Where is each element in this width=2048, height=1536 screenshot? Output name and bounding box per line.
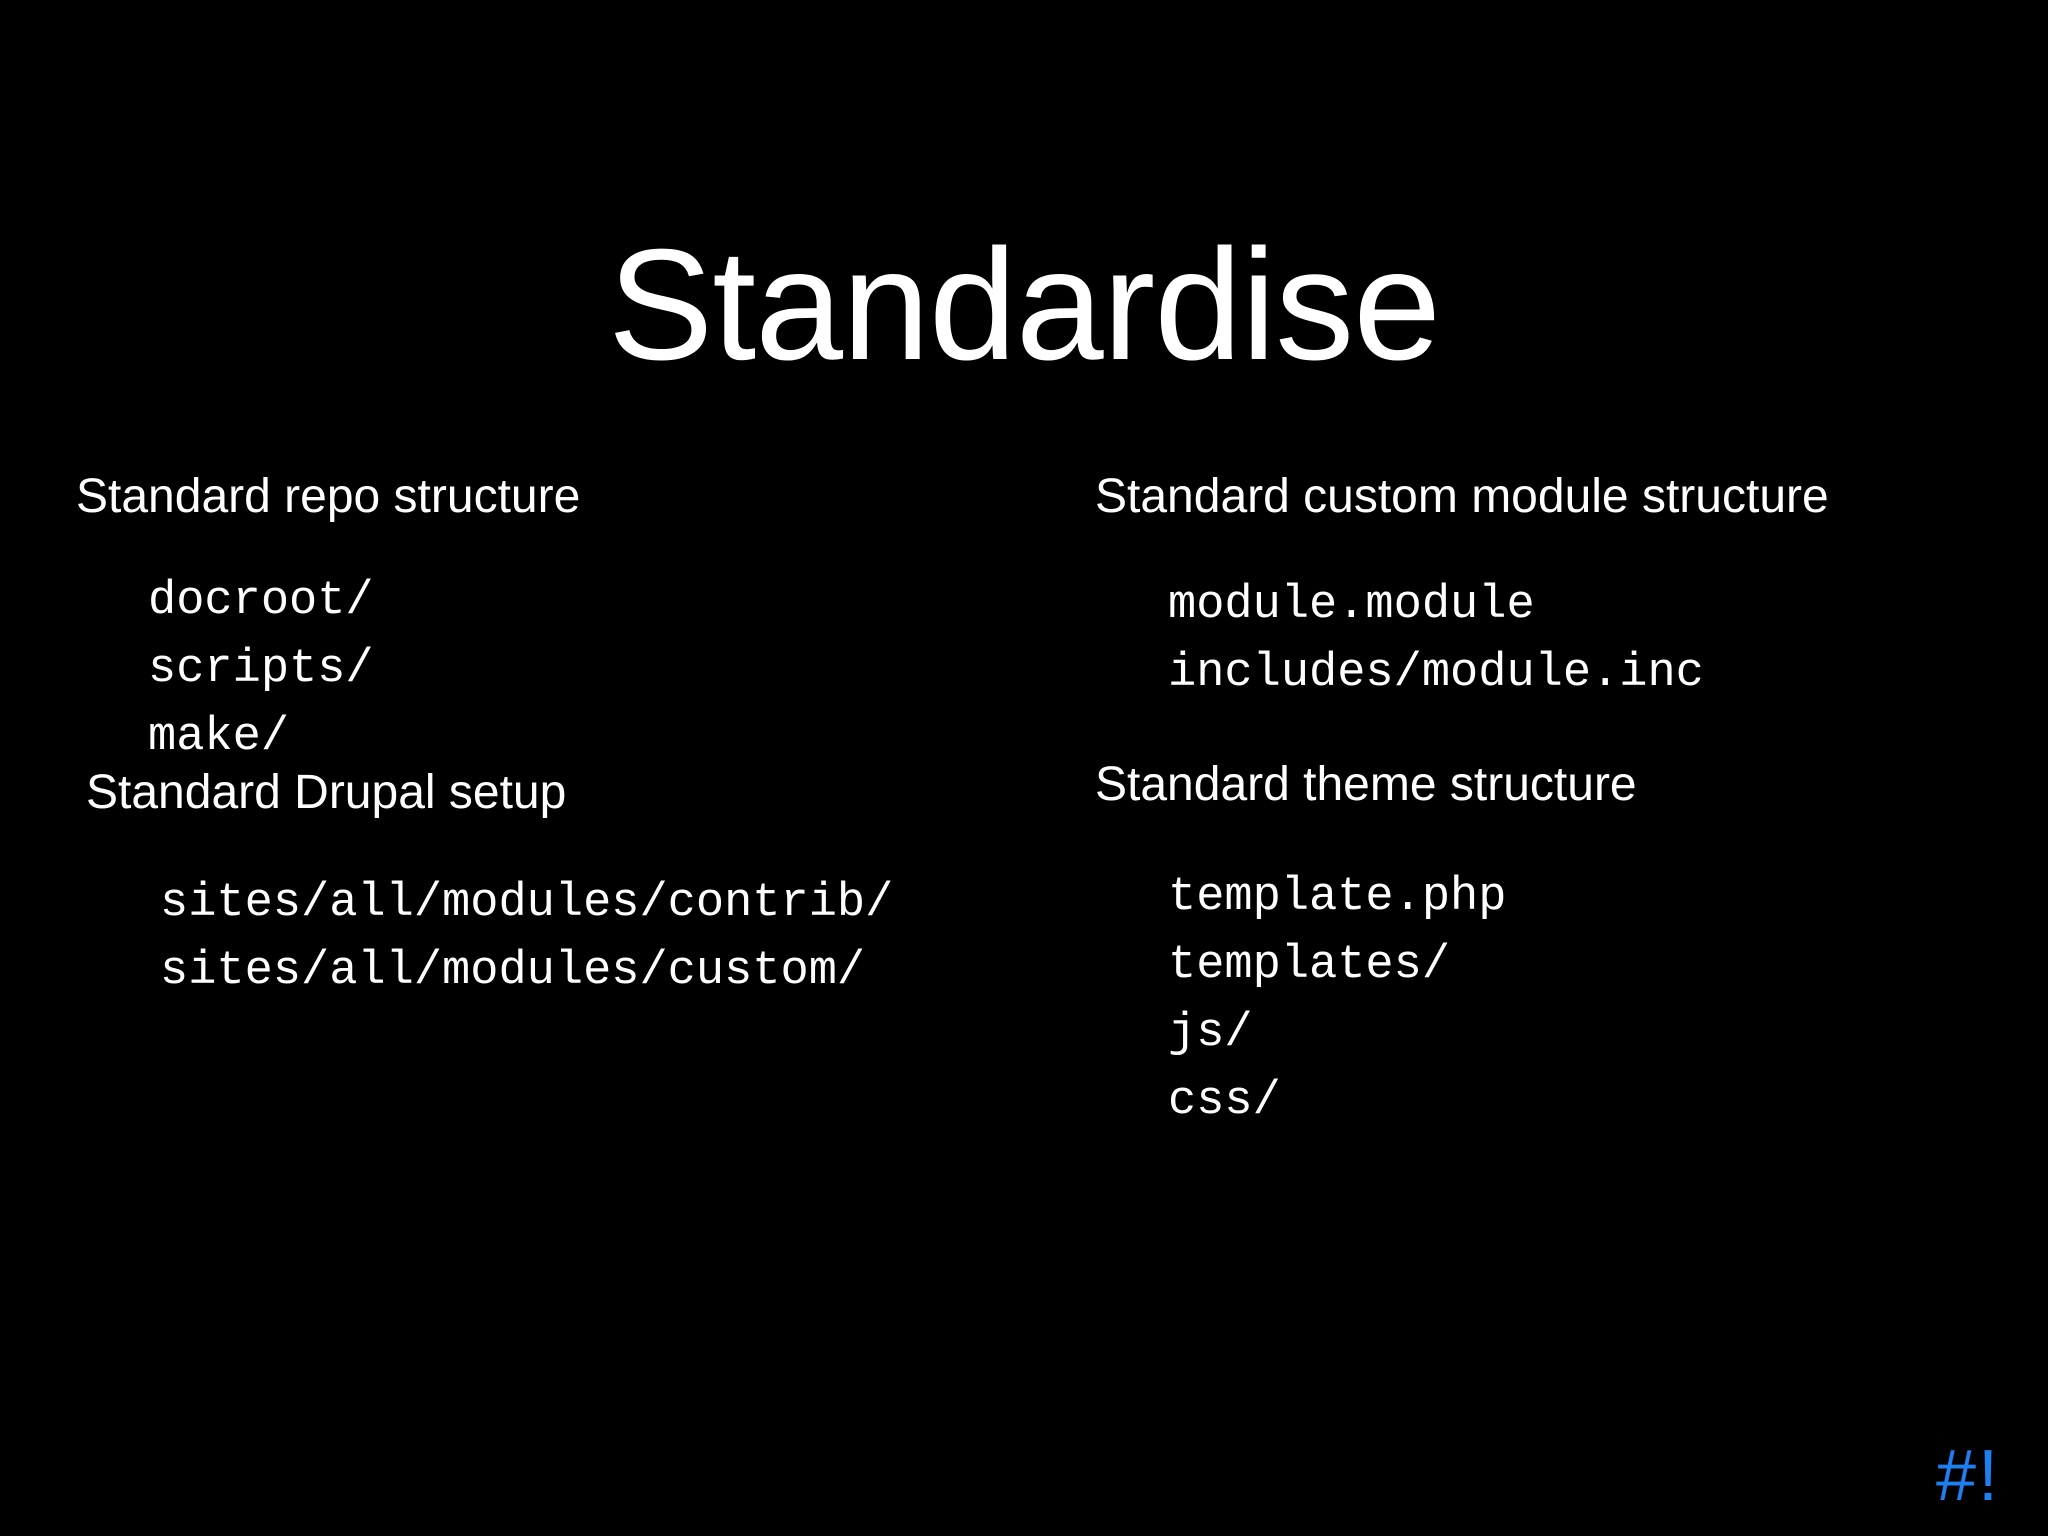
code-block: sites/all/modules/contrib/sites/all/modu… <box>160 870 893 1006</box>
code-line: sites/all/modules/contrib/ <box>160 876 894 930</box>
code-line: module.module <box>1168 578 1535 632</box>
code-block: module.module includes/module.inc <box>1168 572 1829 708</box>
content-columns: Standard repo structure docroot/scripts/… <box>0 470 2048 1370</box>
code-line: sites/all/modules/custom/ <box>160 944 866 998</box>
section-heading: Standard repo structure <box>76 470 581 523</box>
code-line: template.php <box>1168 870 1507 924</box>
section-custom-module-structure: Standard custom module structure module.… <box>1095 470 1829 708</box>
code-line: docroot/ <box>148 574 374 628</box>
code-line: scripts/ <box>148 642 374 696</box>
section-drupal-setup: Standard Drupal setup sites/all/modules/… <box>60 766 893 1006</box>
hashbang-logo: #! <box>1935 1436 2000 1516</box>
section-heading: Standard theme structure <box>1095 758 1637 811</box>
code-line: make/ <box>148 710 290 764</box>
code-line: templates/ <box>1168 938 1451 992</box>
code-block: template.php templates/js/css/ <box>1168 864 1637 1136</box>
slide-title: Standardise <box>607 216 1441 393</box>
code-line: css/ <box>1168 1074 1281 1128</box>
code-line: includes/module.inc <box>1168 646 1704 700</box>
section-heading: Standard custom module structure <box>1095 470 1829 523</box>
section-heading: Standard Drupal setup <box>86 766 567 819</box>
code-line: js/ <box>1168 1006 1253 1060</box>
section-repo-structure: Standard repo structure docroot/scripts/… <box>60 470 580 772</box>
code-block: docroot/scripts/make/ <box>148 568 580 772</box>
